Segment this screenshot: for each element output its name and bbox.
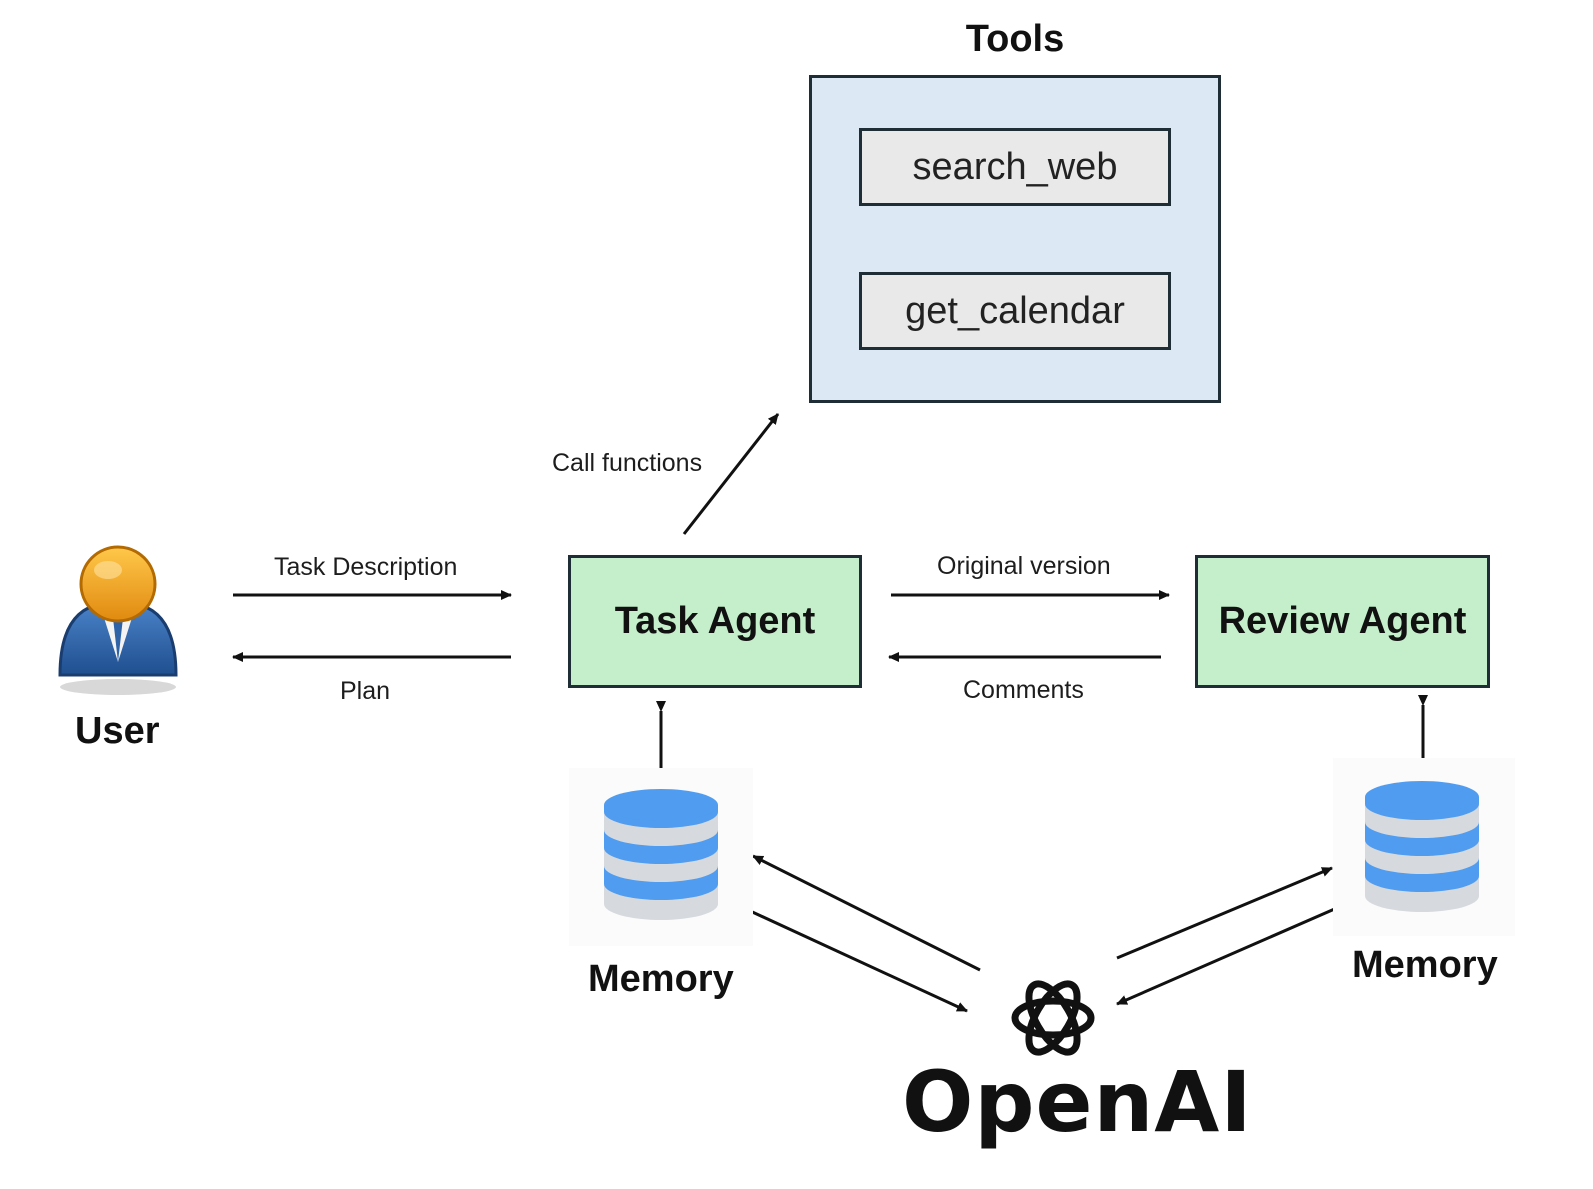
openai-to-left-memory-arrow: [752, 854, 981, 972]
call-functions-label: Call functions: [552, 449, 703, 477]
plan-label: Plan: [340, 677, 391, 705]
task-agent-node: Task Agent: [568, 555, 862, 688]
tool-search-web: search_web: [859, 128, 1171, 206]
original-version-label: Original version: [937, 552, 1111, 580]
tools-panel: search_web get_calendar: [809, 75, 1221, 403]
user-icon: [58, 545, 178, 695]
database-icon: [569, 768, 753, 946]
database-icon: [1333, 758, 1515, 936]
openai-logo-icon: [1011, 980, 1095, 1056]
left-memory-to-openai-arrow: [747, 908, 968, 1013]
review-agent-node: Review Agent: [1195, 555, 1490, 688]
memory-left-label: Memory: [588, 958, 734, 1000]
openai-to-right-memory-arrow: [1116, 866, 1333, 960]
memory-right-label: Memory: [1352, 944, 1498, 986]
right-memory-to-openai-arrow: [1116, 902, 1347, 1006]
user-label: User: [75, 710, 160, 752]
tools-title: Tools: [965, 18, 1065, 60]
openai-wordmark: OpenAI: [902, 1053, 1253, 1151]
task-description-label: Task Description: [274, 553, 458, 581]
tool-get-calendar: get_calendar: [859, 272, 1171, 350]
call-functions-arrow: [682, 413, 780, 535]
comments-label: Comments: [963, 676, 1084, 704]
